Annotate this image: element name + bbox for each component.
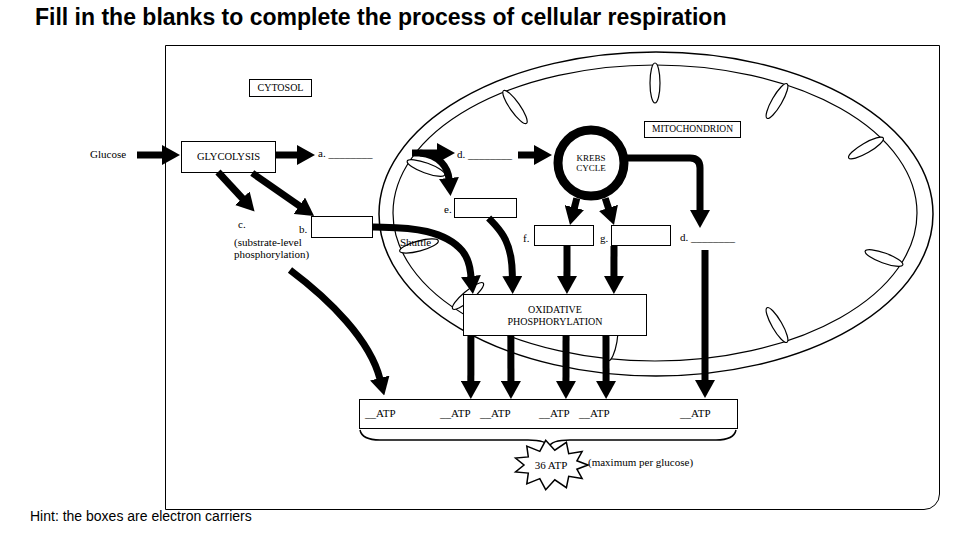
flow-arrow	[137, 152, 163, 159]
crista	[763, 305, 792, 345]
burst-shape	[516, 440, 589, 489]
flow-arrow	[275, 152, 298, 159]
blank-carrier-box: f.	[534, 225, 594, 246]
node-text: KREBS CYCLE	[568, 153, 614, 174]
node-text: b.	[299, 223, 307, 235]
flow-arrow	[562, 336, 569, 382]
blank-carrier-box: b.	[311, 216, 373, 238]
cycle-ring-shape	[558, 130, 624, 196]
crista	[499, 88, 530, 127]
diagram-label: (substrate-level phosphorylation)	[234, 236, 346, 260]
node-text: __ATP	[539, 407, 570, 419]
diagram-label: a. ________	[318, 147, 372, 159]
atp-tally-box: __ATP __ATP __ATP __ATP __ATP __ATP	[359, 399, 738, 429]
outer-membrane	[379, 52, 933, 376]
crista	[863, 246, 904, 269]
node-text: __ATP	[365, 407, 396, 419]
node-text: GLYCOLYSIS	[186, 151, 271, 163]
flow-arrow	[610, 246, 617, 277]
process-box: GLYCOLYSIS	[181, 141, 276, 173]
blank-carrier-box: e.	[454, 198, 517, 218]
diagram-label: Glucose	[90, 148, 126, 160]
node-text: g.	[600, 232, 608, 244]
node-text: e.	[444, 203, 452, 215]
diagram-label: (maximum per glucose)	[588, 456, 693, 468]
flow-arrow	[489, 218, 513, 277]
flow-arrow	[507, 336, 514, 382]
flow-arrow	[626, 158, 700, 211]
static-arrows	[137, 153, 705, 381]
node-text: OXIDATIVE PHOSPHORYLATION	[490, 304, 620, 327]
flow-arrow	[290, 270, 380, 379]
atp-burst: 36 ATP	[516, 444, 586, 486]
node-text: CYTOSOL	[249, 79, 312, 97]
diagram-label: d. ________	[680, 231, 735, 243]
crista	[763, 81, 792, 121]
node-text: __ATP	[680, 407, 711, 419]
flow-arrow	[467, 336, 474, 382]
hint-caption: Hint: the boxes are electron carriers	[30, 508, 252, 524]
node-text: __ATP	[440, 407, 471, 419]
cristae	[398, 63, 904, 362]
process-box: OXIDATIVE PHOSPHORYLATION	[463, 294, 647, 336]
flow-arrow	[602, 336, 609, 382]
mitochondrion: MITOCHONDRION KREBS CYCLE e. f. g. OXIDATIVE …	[376, 49, 936, 379]
flow-arrow	[420, 153, 449, 179]
inner-membrane	[393, 65, 917, 361]
crista	[650, 63, 660, 103]
crista	[398, 236, 439, 256]
diagram-label: Shuttle	[400, 236, 431, 248]
diagram-label: d. ________	[457, 148, 512, 160]
flow-arrow	[218, 172, 243, 199]
cycle-ring: KREBS CYCLE	[553, 125, 629, 201]
flow-arrow	[518, 152, 535, 159]
flow-arrow	[252, 173, 300, 206]
flow-arrow	[373, 227, 471, 277]
node-text: __ATP	[480, 407, 511, 419]
page-title: Fill in the blanks to complete the proce…	[35, 4, 726, 31]
connector-group	[252, 173, 614, 382]
flow-arrow	[563, 246, 570, 277]
cell-outline: CYTOSOL GLYCOLYSIS b. MITOCHONDRION KREBS CY…	[165, 45, 940, 510]
crista	[846, 134, 886, 163]
flow-arrow	[605, 198, 608, 209]
flow-arrow	[574, 198, 577, 208]
blank-carrier-box: g.	[611, 225, 671, 246]
flow-arrow	[702, 250, 709, 381]
node-text: 36 ATP	[521, 459, 581, 472]
diagram-label: c.	[238, 218, 246, 230]
node-text: f.	[523, 232, 529, 244]
inner-membrane-line	[393, 65, 917, 361]
node-text: MITOCHONDRION	[644, 121, 741, 138]
node-text: __ATP	[579, 407, 610, 419]
